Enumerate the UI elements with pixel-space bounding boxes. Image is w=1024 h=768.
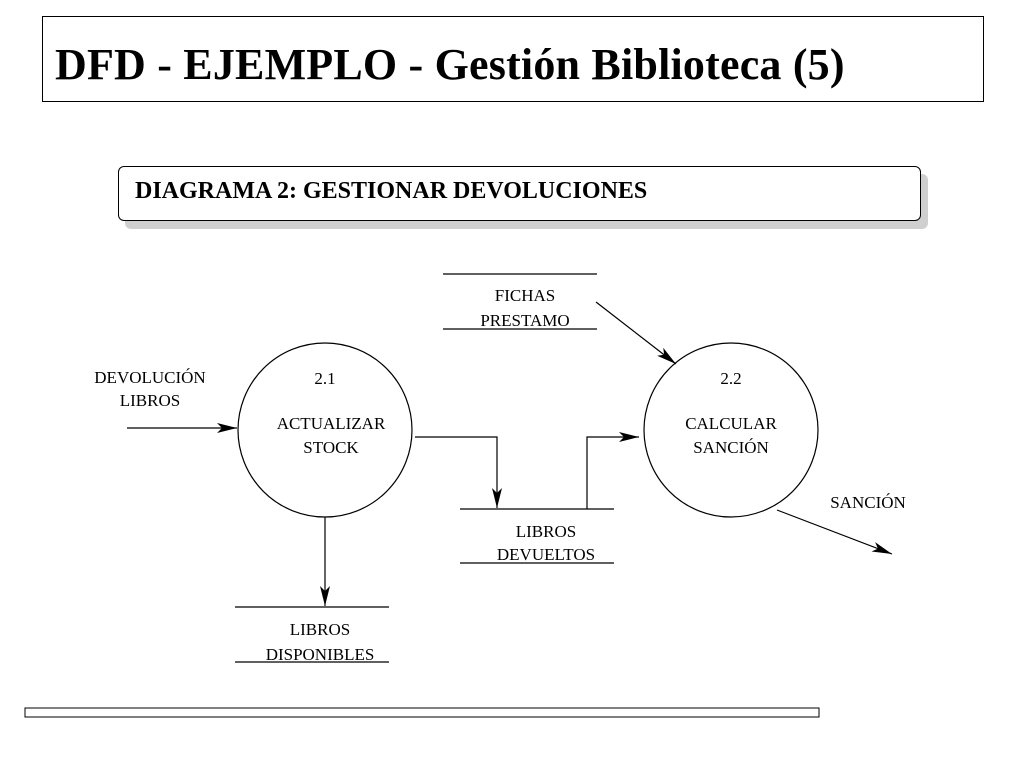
store-libros-devueltos: LIBROS DEVUELTOS	[460, 508, 614, 564]
process-2-2-label-line1: CALCULAR	[685, 414, 777, 433]
flow-devolucion-label-line2: LIBROS	[120, 391, 180, 410]
subtitle-box: DIAGRAMA 2: GESTIONAR DEVOLUCIONES	[118, 166, 921, 221]
flow-fichas-to-sancion-arrow	[595, 301, 677, 365]
flow-devolucion-libros: DEVOLUCIÓN LIBROS	[94, 368, 237, 433]
store-disponibles-label-line2: DISPONIBLES	[266, 645, 375, 664]
store-fichas-label-line1: FICHAS	[495, 286, 555, 305]
subtitle-text: DIAGRAMA 2: GESTIONAR DEVOLUCIONES	[135, 178, 648, 204]
process-2-1-label-line2: STOCK	[303, 438, 359, 457]
process-2-2-number: 2.2	[720, 369, 741, 388]
flow-sancion: SANCIÓN	[776, 493, 906, 555]
process-2-2: 2.2 CALCULAR SANCIÓN	[643, 342, 819, 518]
slide-title-box: DFD - EJEMPLO - Gestión Biblioteca (5)	[42, 16, 984, 102]
store-fichas-label-line2: PRESTAMO	[480, 311, 569, 330]
flow-sancion-label: SANCIÓN	[830, 493, 906, 512]
store-devueltos-label-line2: DEVUELTOS	[497, 545, 595, 564]
flow-stock-to-devueltos-arrow	[415, 436, 502, 508]
process-2-1-label-line1: ACTUALIZAR	[277, 414, 386, 433]
store-fichas-prestamo: FICHAS PRESTAMO	[443, 273, 597, 330]
process-2-1: 2.1 ACTUALIZAR STOCK	[237, 342, 413, 518]
flow-devueltos-to-sancion-arrow	[586, 432, 639, 509]
flow-devolucion-label-line1: DEVOLUCIÓN	[94, 368, 205, 387]
process-2-1-number: 2.1	[314, 369, 335, 388]
store-devueltos-label-line1: LIBROS	[516, 522, 576, 541]
store-disponibles-label-line1: LIBROS	[290, 620, 350, 639]
process-2-2-circle	[643, 342, 819, 518]
slide-title: DFD - EJEMPLO - Gestión Biblioteca (5)	[55, 40, 845, 89]
flow-sancion-arrow	[776, 509, 893, 555]
process-2-2-label-line2: SANCIÓN	[693, 438, 769, 457]
footer-bar	[24, 707, 820, 718]
store-libros-disponibles: LIBROS DISPONIBLES	[235, 606, 389, 664]
